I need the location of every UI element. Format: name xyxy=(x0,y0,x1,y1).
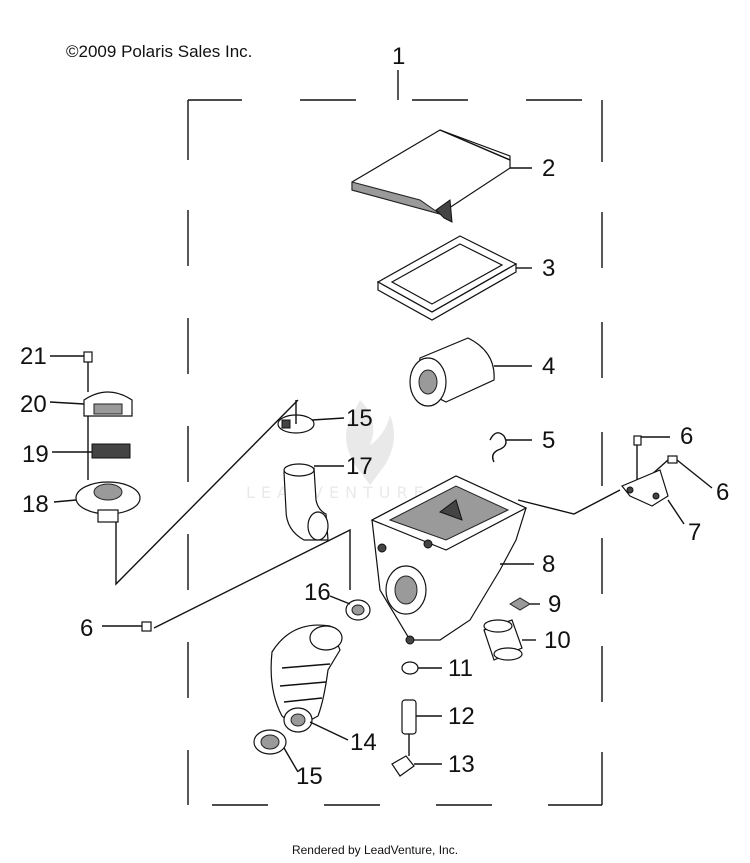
clamp-part-16 xyxy=(345,599,371,621)
assembly-boundary xyxy=(187,70,603,806)
copyright-text: ©2009 Polaris Sales Inc. xyxy=(66,42,253,61)
bolt-part-left xyxy=(141,621,152,632)
bolt-part-upper xyxy=(633,435,642,480)
callout-14: 14 xyxy=(350,729,377,756)
callout-12: 12 xyxy=(448,703,475,730)
callout-19: 19 xyxy=(22,441,49,468)
callout-4: 4 xyxy=(542,353,555,380)
clamp-part-11 xyxy=(401,661,419,675)
callout-6-right: 6 xyxy=(716,479,729,506)
callout-16: 16 xyxy=(304,579,331,606)
callout-9: 9 xyxy=(548,591,561,618)
callout-3: 3 xyxy=(542,255,555,282)
callout-1: 1 xyxy=(392,43,405,70)
callout-6-upper: 6 xyxy=(680,423,693,450)
bracket-part xyxy=(621,469,669,507)
boot-part xyxy=(483,619,523,661)
connector-lines xyxy=(49,167,713,773)
exploded-parts-diagram: LEADVENTURE xyxy=(20,43,729,806)
rendered-by-footer: Rendered by LeadVenture, Inc. xyxy=(291,843,459,857)
pre-filter-part xyxy=(409,337,495,407)
drain-tube-part xyxy=(401,699,417,756)
intake-elbow-part xyxy=(283,463,329,541)
callout-10: 10 xyxy=(544,627,571,654)
air-box-part xyxy=(370,475,528,645)
callout-15-upper: 15 xyxy=(346,405,373,432)
intake-boot-part xyxy=(270,624,343,733)
watermark-text: LEADVENTURE xyxy=(246,483,430,502)
seal-part xyxy=(509,597,531,611)
callout-13: 13 xyxy=(448,751,475,778)
hose-clamp-part-lower xyxy=(253,729,287,755)
callout-20: 20 xyxy=(20,391,47,418)
clip-part xyxy=(489,432,507,463)
air-filter-element-part xyxy=(376,235,518,321)
drain-plug-part xyxy=(391,755,415,777)
base-plate-part xyxy=(75,481,141,523)
callout-18: 18 xyxy=(22,491,49,518)
callout-5: 5 xyxy=(542,427,555,454)
cap-part xyxy=(83,391,133,480)
air-box-cover-part xyxy=(351,129,511,223)
callout-21: 21 xyxy=(20,343,47,370)
callout-11: 11 xyxy=(448,655,473,682)
watermark-logo: LEADVENTURE xyxy=(246,400,430,502)
callout-2: 2 xyxy=(542,155,555,182)
callout-6-left: 6 xyxy=(80,615,93,642)
callout-7: 7 xyxy=(688,519,701,546)
spring-part xyxy=(91,443,131,459)
callout-8: 8 xyxy=(542,551,555,578)
callout-17: 17 xyxy=(346,453,373,480)
screw-part xyxy=(83,351,93,392)
callout-15-lower: 15 xyxy=(296,763,323,790)
